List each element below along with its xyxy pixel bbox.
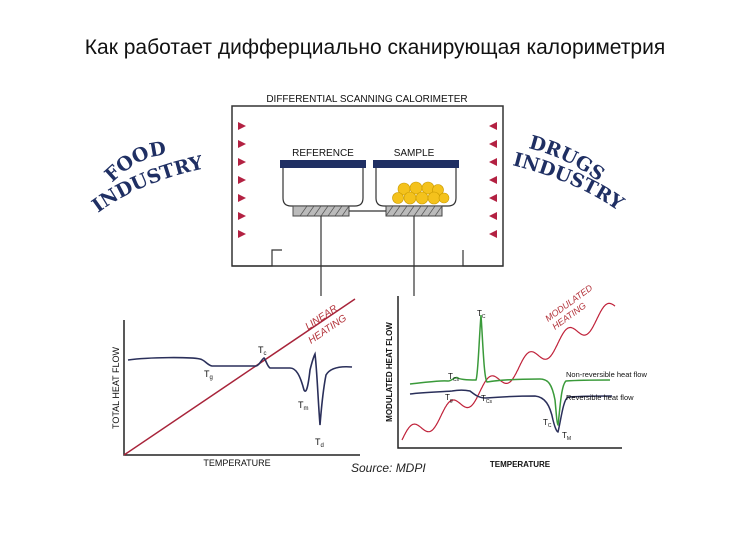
left-plot-ylabel: TOTAL HEAT FLOW [111,346,121,429]
reference-lid [280,160,366,168]
left-heater-elements [238,122,246,238]
calorimeter-title: DIFFERENTIAL SCANNING CALORIMETER [266,94,467,105]
reversible-heat-flow-curve [409,389,613,433]
right-tc-end-label: TC [543,418,552,429]
right-tc-main-label: TC [477,309,486,320]
left-td-label: Td [315,437,324,449]
non-reversible-label: Non-reversible heat flow [566,370,647,379]
source-caption: Source: MDPI [351,461,426,475]
reversible-label: Reversible heat flow [566,393,634,402]
non-reversible-heat-flow-curve [409,314,611,426]
sample-lid [373,160,459,168]
left-tc-label: Tc [258,345,267,357]
page-title: Как работает дифферциально сканирующая к… [84,36,666,59]
right-tcs2-label: TCs [481,394,493,405]
right-heater-elements [489,122,497,238]
right-tcs-label: TCs [448,372,460,383]
right-plot: MODULATED HEAT FLOW TEMPERATURE MODULATE… [385,282,647,469]
total-heat-flow-curve [127,351,353,426]
calorimeter-frame [231,105,504,267]
sample-pellets [392,181,450,205]
linear-heating-line [123,298,356,456]
left-plot: TOTAL HEAT FLOW TEMPERATURE LINEAR HEATI… [111,298,360,468]
right-plot-xlabel: TEMPERATURE [490,460,551,469]
reference-label: REFERENCE [292,148,354,159]
left-plot-xlabel: TEMPERATURE [203,458,270,468]
right-tg-label: Tg [445,393,453,404]
reference-pan [282,168,364,207]
left-tg-label: Tg [204,369,213,381]
right-plot-axes [397,296,622,449]
left-tm-label: Tm [298,400,309,412]
modulated-heating-curve [401,302,616,441]
right-plot-ylabel: MODULATED HEAT FLOW [385,322,394,422]
sample-label: SAMPLE [394,148,435,159]
right-tm-label: TM [562,431,571,442]
